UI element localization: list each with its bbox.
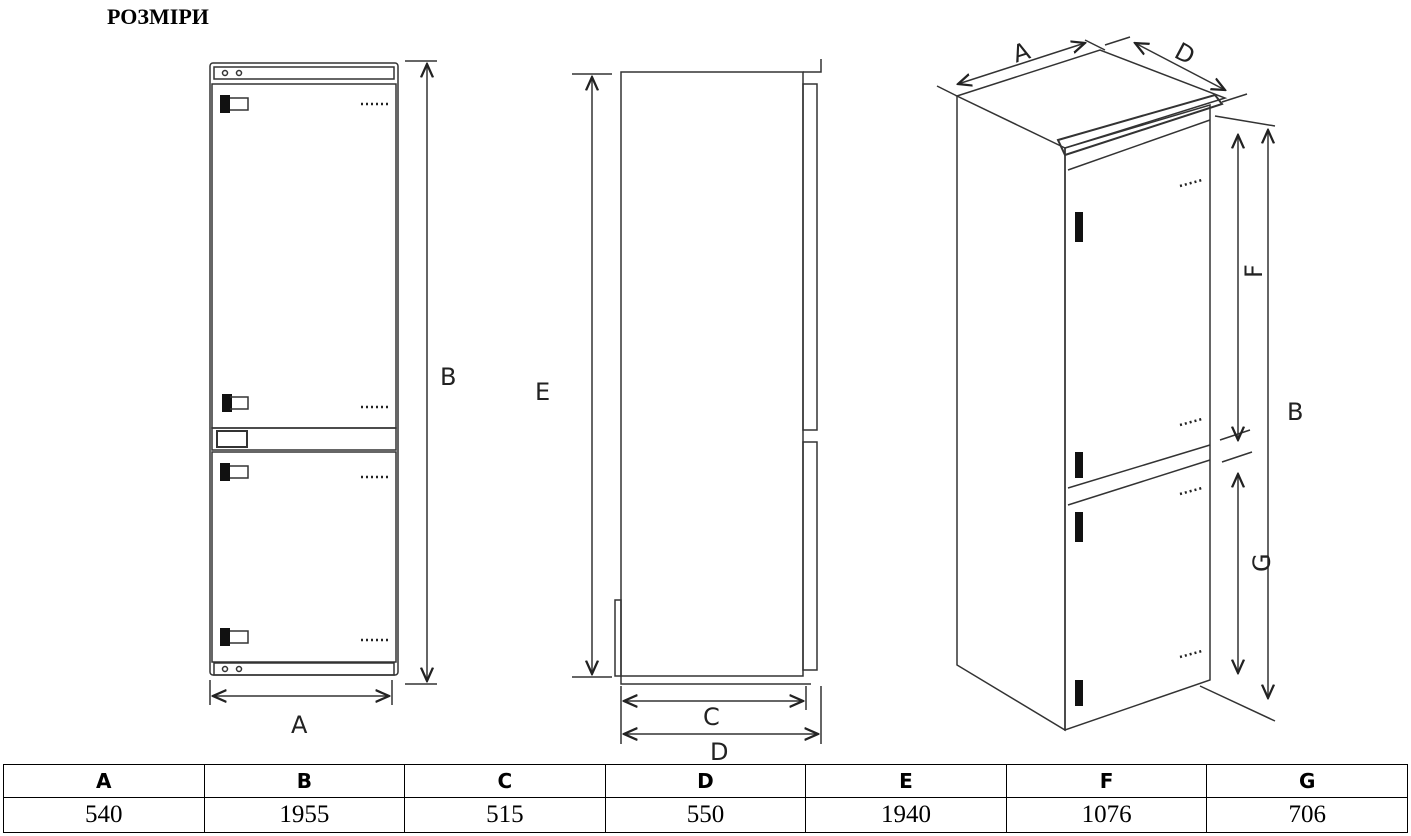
perspective-view	[936, 36, 1276, 732]
header-g: G	[1206, 764, 1408, 798]
label-a-front: A	[291, 711, 308, 739]
dimensions-table: A B C D E F G 540 1955 515 550 1940 1076…	[3, 764, 1408, 833]
header-a: A	[3, 764, 205, 798]
value-a: 540	[3, 797, 205, 833]
value-g: 706	[1206, 797, 1408, 833]
side-view	[572, 59, 822, 744]
value-b: 1955	[203, 797, 406, 833]
label-b-3d: B	[1287, 398, 1303, 426]
table-row: 540 1955 515 550 1940 1076 706	[3, 797, 1408, 833]
table-header-row: A B C D E F G	[3, 764, 1408, 798]
value-f: 1076	[1005, 797, 1208, 833]
label-d-side: D	[710, 738, 728, 760]
value-d: 550	[604, 797, 807, 833]
header-e: E	[805, 764, 1007, 798]
header-f: F	[1005, 764, 1208, 798]
value-c: 515	[404, 797, 606, 833]
label-a-3d: A	[1009, 37, 1034, 69]
dimensions-diagram: A B E C D A D F B G	[209, 36, 1303, 760]
header-b: B	[203, 764, 406, 798]
label-d-3d: D	[1170, 37, 1199, 70]
value-e: 1940	[805, 797, 1007, 833]
label-e: E	[535, 378, 550, 406]
label-c: C	[703, 703, 720, 731]
page-title: РОЗМІРИ	[107, 4, 209, 29]
front-view	[209, 60, 437, 705]
label-f: F	[1240, 264, 1268, 278]
label-g: G	[1248, 553, 1276, 572]
header-c: C	[404, 764, 606, 798]
label-b-front: B	[440, 363, 456, 391]
header-d: D	[604, 764, 807, 798]
